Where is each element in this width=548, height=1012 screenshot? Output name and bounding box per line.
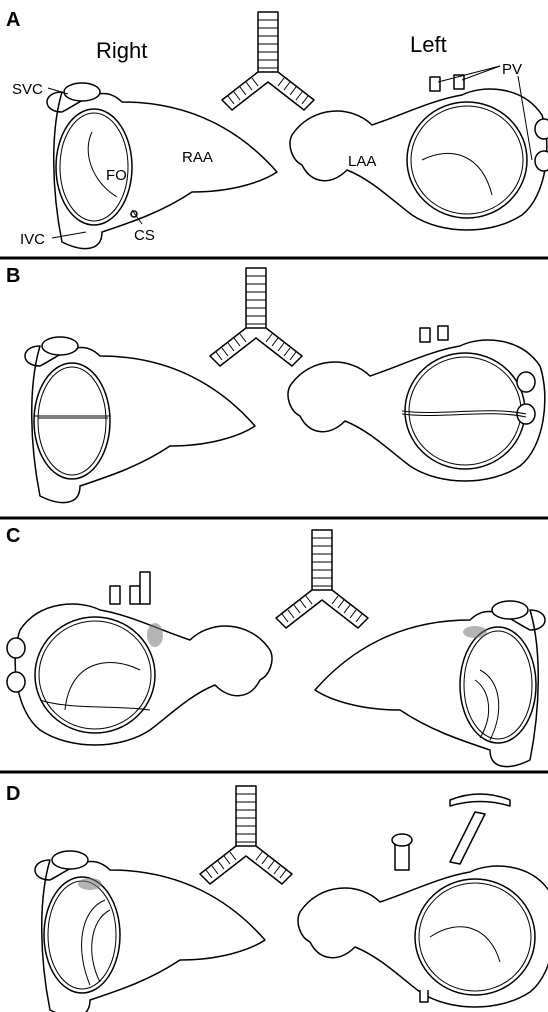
panel-letter: B	[6, 265, 20, 287]
panel-c: C	[6, 525, 545, 767]
ivc-label: IVC	[20, 231, 45, 248]
svc-label: SVC	[12, 81, 43, 98]
panel-letter: C	[6, 525, 20, 547]
panel-a: A Right Left SVC FO RAA CS IVC LAA PV	[6, 9, 548, 249]
pv-label: PV	[502, 61, 522, 78]
left-atrium-drawing	[298, 794, 548, 1007]
right-atrium-drawing	[315, 601, 545, 767]
left-atrium-drawing	[288, 326, 545, 481]
panel-letter: D	[6, 783, 20, 805]
laa-label: LAA	[348, 153, 376, 170]
bronchial-tree-icon	[210, 268, 302, 366]
fo-label: FO	[106, 167, 127, 184]
bronchial-tree-icon	[222, 12, 314, 110]
left-atrium-drawing	[7, 572, 272, 745]
panel-letter: A	[6, 9, 20, 31]
raa-label: RAA	[182, 149, 213, 166]
right-side-title: Right	[96, 38, 147, 63]
panel-d: D	[6, 783, 548, 1012]
bronchial-tree-icon	[200, 786, 292, 884]
left-side-title: Left	[410, 32, 447, 57]
bronchial-tree-icon	[276, 530, 368, 628]
left-atrium-drawing	[290, 75, 548, 230]
panel-b: B	[6, 265, 545, 503]
cs-label: CS	[134, 227, 155, 244]
right-atrium-drawing	[47, 83, 277, 249]
right-atrium-drawing	[35, 851, 265, 1012]
